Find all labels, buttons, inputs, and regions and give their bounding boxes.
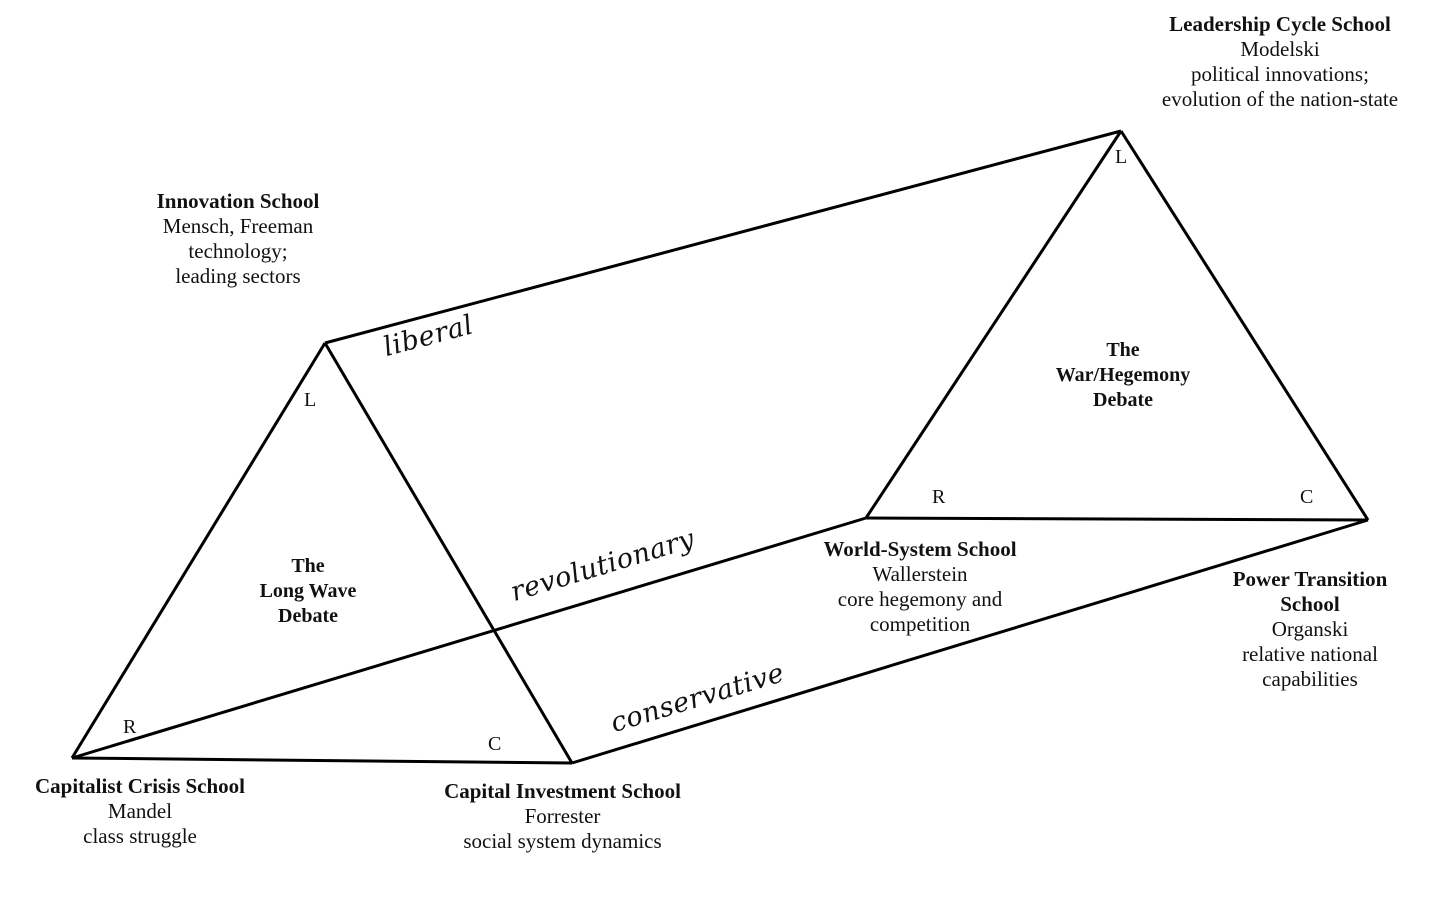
debate-line: Debate [278, 605, 338, 627]
back-vertex-c: C [1300, 486, 1314, 508]
school-focus: leading sectors [175, 264, 301, 288]
school-author: Forrester [524, 804, 601, 828]
capitalist-crisis-school-label: Capitalist Crisis School Mandel class st… [10, 774, 270, 849]
school-title: World-System School [823, 537, 1017, 561]
school-author: Organski [1271, 617, 1349, 641]
school-title: Capital Investment School [444, 779, 681, 803]
school-author: Mandel [107, 799, 173, 823]
front-edge-left [70, 342, 327, 759]
school-focus: class struggle [83, 824, 197, 848]
school-focus: political innovations; [1191, 62, 1369, 86]
debate-line: War/Hegemony [1055, 364, 1191, 386]
school-title: Capitalist Crisis School [34, 774, 246, 798]
back-edge-right [1119, 130, 1370, 521]
school-title: Innovation School [156, 189, 320, 213]
debate-line: Long Wave [259, 580, 357, 602]
debate-line: Debate [1093, 389, 1153, 411]
back-edge-left [864, 130, 1123, 519]
front-edge-right [323, 342, 574, 764]
back-edge-base [865, 516, 1369, 522]
school-focus: social system dynamics [463, 829, 662, 853]
school-focus: competition [869, 612, 971, 636]
school-author: Wallerstein [872, 562, 968, 586]
conservative-edge [571, 518, 1369, 765]
capital-investment-school-label: Capital Investment School Forrester soci… [420, 779, 705, 854]
debate-line: The [1106, 339, 1140, 361]
innovation-school-label: Innovation School Mensch, Freeman techno… [128, 189, 348, 289]
school-author: Modelski [1240, 37, 1320, 61]
revolutionary-edge [71, 516, 867, 760]
school-author: Mensch, Freeman [162, 214, 314, 238]
power-transition-school-label: Power Transition School Organski relativ… [1210, 567, 1410, 692]
school-focus: relative national [1242, 642, 1378, 666]
back-vertex-l: L [1115, 146, 1128, 168]
school-focus: evolution of the nation-state [1161, 87, 1399, 111]
front-vertex-c: C [488, 733, 502, 755]
school-focus: technology; [188, 239, 288, 263]
school-title: Power Transition [1232, 567, 1388, 591]
back-vertex-r: R [932, 486, 946, 508]
front-edge-base [71, 756, 573, 765]
long-wave-debate-label: The Long Wave Debate [228, 554, 388, 629]
front-vertex-r: R [123, 716, 137, 738]
school-title: School [1280, 592, 1340, 616]
school-focus: core hegemony and [837, 587, 1003, 611]
world-system-school-label: World-System School Wallerstein core heg… [790, 537, 1050, 637]
school-focus: capabilities [1262, 667, 1358, 691]
debate-line: The [291, 555, 325, 577]
front-vertex-l: L [304, 389, 317, 411]
liberal-edge [324, 129, 1122, 345]
war-hegemony-debate-label: The War/Hegemony Debate [1038, 338, 1208, 413]
school-title: Leadership Cycle School [1169, 12, 1391, 36]
leadership-cycle-school-label: Leadership Cycle School Modelski politic… [1140, 12, 1420, 112]
